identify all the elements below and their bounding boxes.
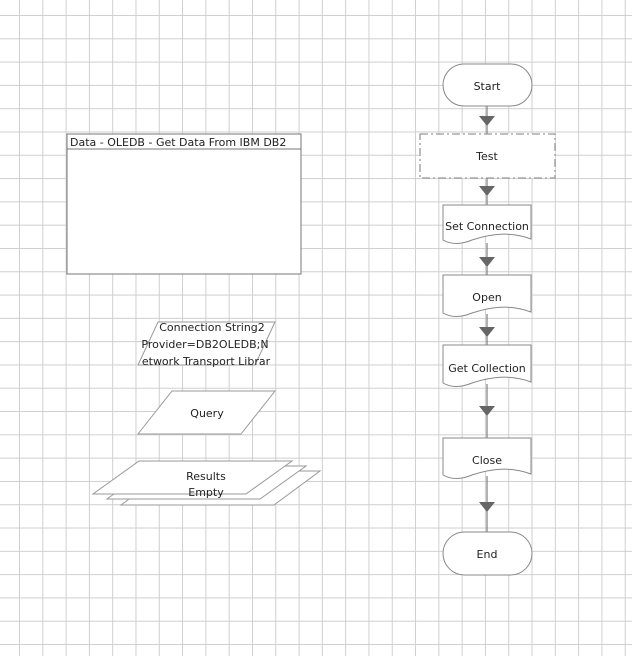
flow-open[interactable]: Open [442,274,532,317]
connection-string-line3: etwork Transport Librar [142,355,271,368]
arrow-icon [479,406,495,416]
flow-start-label: Start [474,80,502,93]
flow-set-connection-label: Set Connection [445,220,529,233]
arrow-icon [479,502,495,512]
arrow-icon [479,116,495,126]
flow-test-label: Test [475,150,498,163]
connection-string-line2: Provider=DB2OLEDB;N [141,338,268,351]
flow-start[interactable]: Start [442,63,533,107]
flow-get-collection-label: Get Collection [448,362,526,375]
results-line1: Results [186,470,226,483]
query-label: Query [190,407,224,420]
panel-title: Data - OLEDB - Get Data From IBM DB2 [70,136,286,149]
flow-end[interactable]: End [442,531,533,576]
connection-string-shape[interactable]: Connection String2 Provider=DB2OLEDB;N e… [137,321,276,368]
results-line2: Empty [188,486,224,499]
flow-get-collection[interactable]: Get Collection [442,344,532,387]
connection-string-line1: Connection String2 [159,321,265,334]
arrow-icon [479,257,495,267]
arrow-icon [479,186,495,196]
flow-close-label: Close [472,454,502,467]
flow-open-label: Open [472,291,501,304]
query-shape[interactable]: Query [136,390,277,435]
flow-end-label: End [477,548,498,561]
results-shape[interactable]: Results Empty [91,460,322,506]
arrowheads [479,116,495,512]
flow-test[interactable]: Test [419,133,556,179]
flow-set-connection[interactable]: Set Connection [442,204,532,244]
data-panel[interactable]: Data - OLEDB - Get Data From IBM DB2 [66,133,302,275]
arrow-icon [479,327,495,337]
flow-close[interactable]: Close [442,437,532,479]
